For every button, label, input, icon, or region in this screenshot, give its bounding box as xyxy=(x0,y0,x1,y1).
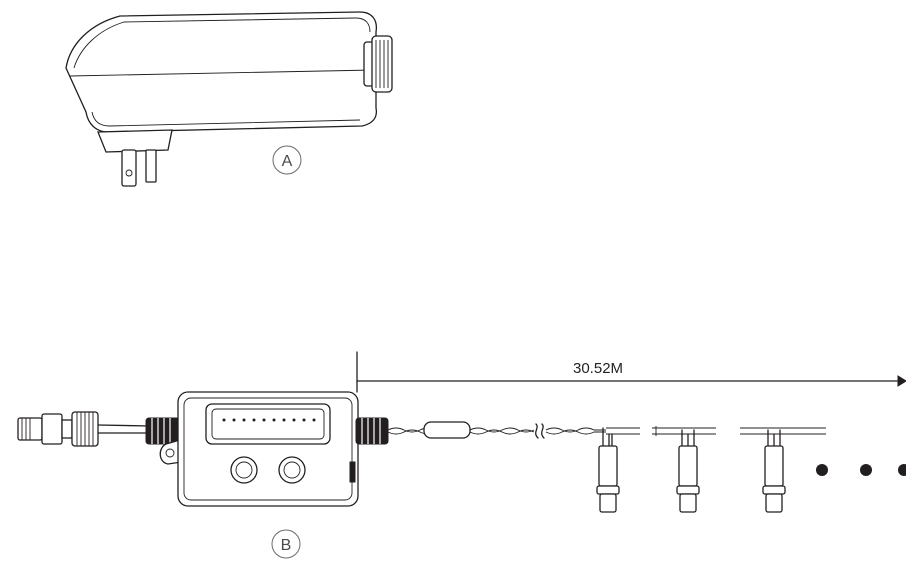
right-strain-relief xyxy=(355,417,389,445)
left-strain-relief xyxy=(145,417,181,445)
power-adapter xyxy=(65,11,393,187)
bulb-socket-3 xyxy=(762,429,786,513)
length-label: 30.52M xyxy=(573,360,623,377)
led-indicator-panel xyxy=(205,403,331,445)
controller-box xyxy=(177,391,359,507)
plug-prongs xyxy=(121,149,157,187)
mounting-tab xyxy=(159,439,183,465)
label-a-marker: A xyxy=(272,145,302,175)
label-b: B xyxy=(281,537,292,554)
controller-button-right[interactable] xyxy=(278,456,306,484)
label-a: A xyxy=(282,153,293,170)
controller-button-left[interactable] xyxy=(230,456,258,484)
twisted-wire-run xyxy=(387,421,606,439)
continuation-ellipsis xyxy=(816,464,906,476)
input-connector xyxy=(17,411,151,447)
adapter-output-socket xyxy=(363,35,393,93)
wire-link-2 xyxy=(652,426,716,436)
length-dimension: 30.52M xyxy=(356,351,906,393)
wire-link-3 xyxy=(740,427,826,435)
bulb-socket-2 xyxy=(676,429,700,513)
label-b-marker: B xyxy=(271,529,301,559)
bulb-socket-1 xyxy=(596,427,640,513)
